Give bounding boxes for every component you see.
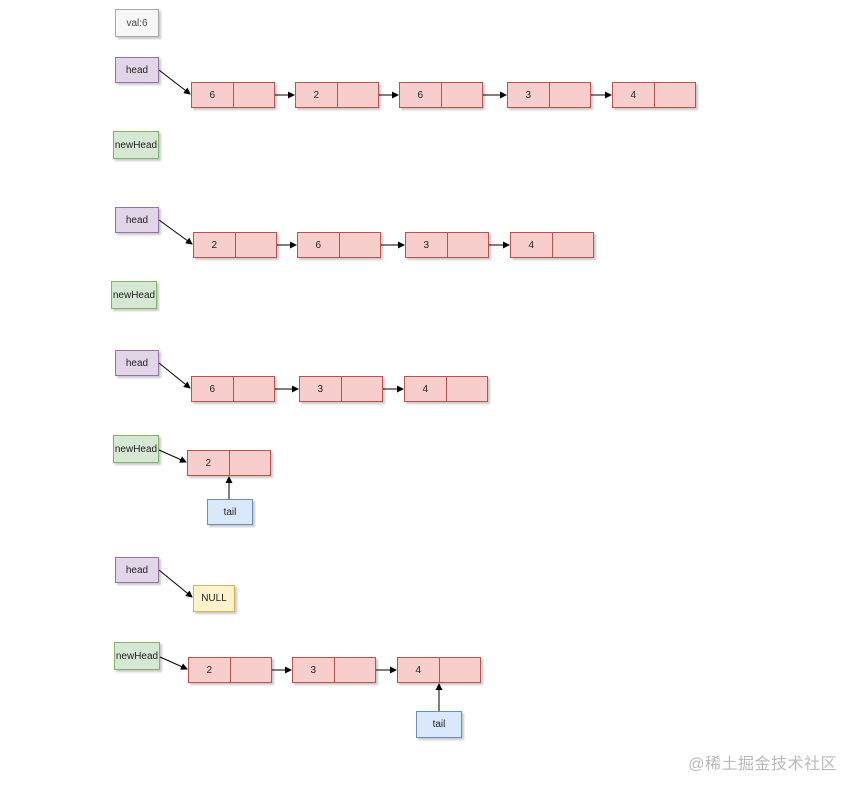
head-label-step3: head [115, 350, 159, 376]
node-next-pointer [235, 232, 277, 258]
node-step2-1: 6 [297, 232, 381, 258]
node-value: 6 [297, 232, 340, 258]
newhead-label-step4: newHead [114, 642, 160, 670]
node-step1-3: 3 [507, 82, 591, 108]
node-next-pointer [230, 657, 272, 683]
node-step2-2: 3 [405, 232, 489, 258]
node-value: 2 [295, 82, 338, 108]
null-label: NULL [193, 585, 235, 612]
tail-label-step4: tail [416, 711, 462, 738]
node-next-pointer [229, 450, 271, 476]
head-label-step1: head [115, 57, 159, 83]
tail-label-step3: tail [207, 499, 253, 525]
newhead-label-step1: newHead [113, 131, 159, 159]
node-step1-4: 4 [612, 82, 696, 108]
node-value: 6 [191, 82, 234, 108]
arrow-newhead-step3 [158, 449, 187, 463]
node-value: 6 [399, 82, 442, 108]
node-step1-2: 6 [399, 82, 483, 108]
arrow-newhead-step4 [159, 656, 188, 670]
node-next-pointer [447, 232, 489, 258]
arrow-head-step2 [158, 219, 193, 245]
node-next-pointer [446, 376, 488, 402]
head-label-step4: head [115, 557, 159, 583]
node-next-pointer [552, 232, 594, 258]
node-value: 4 [612, 82, 655, 108]
node-step1-0: 6 [191, 82, 275, 108]
val-label: val:6 [115, 9, 159, 37]
node-next-pointer [441, 82, 483, 108]
node-next-pointer [439, 657, 481, 683]
node-next-pointer [549, 82, 591, 108]
node-step4-new-2: 4 [397, 657, 481, 683]
node-value: 3 [507, 82, 550, 108]
node-step3-0: 6 [191, 376, 275, 402]
arrow-head-step4 [158, 569, 193, 598]
node-value: 4 [510, 232, 553, 258]
newhead-label-step3: newHead [113, 435, 159, 463]
node-value: 3 [299, 376, 342, 402]
node-step4-new-1: 3 [292, 657, 376, 683]
newhead-label-step2: newHead [111, 281, 157, 309]
head-label-step2: head [115, 207, 159, 233]
node-value: 6 [191, 376, 234, 402]
node-step2-3: 4 [510, 232, 594, 258]
node-step3-1: 3 [299, 376, 383, 402]
arrow-head-step3 [158, 362, 191, 389]
node-next-pointer [341, 376, 383, 402]
node-value: 4 [397, 657, 440, 683]
node-value: 2 [187, 450, 230, 476]
node-value: 3 [292, 657, 335, 683]
node-step1-1: 2 [295, 82, 379, 108]
node-step2-0: 2 [193, 232, 277, 258]
node-next-pointer [337, 82, 379, 108]
node-value: 3 [405, 232, 448, 258]
node-next-pointer [233, 376, 275, 402]
node-value: 2 [193, 232, 236, 258]
node-next-pointer [334, 657, 376, 683]
node-next-pointer [339, 232, 381, 258]
node-step3-2: 4 [404, 376, 488, 402]
node-step4-new-0: 2 [188, 657, 272, 683]
node-value: 4 [404, 376, 447, 402]
watermark: @稀土掘金技术社区 [688, 756, 837, 773]
node-next-pointer [233, 82, 275, 108]
node-value: 2 [188, 657, 231, 683]
arrow-head-step1 [158, 69, 191, 95]
node-step3-new-0: 2 [187, 450, 271, 476]
node-next-pointer [654, 82, 696, 108]
